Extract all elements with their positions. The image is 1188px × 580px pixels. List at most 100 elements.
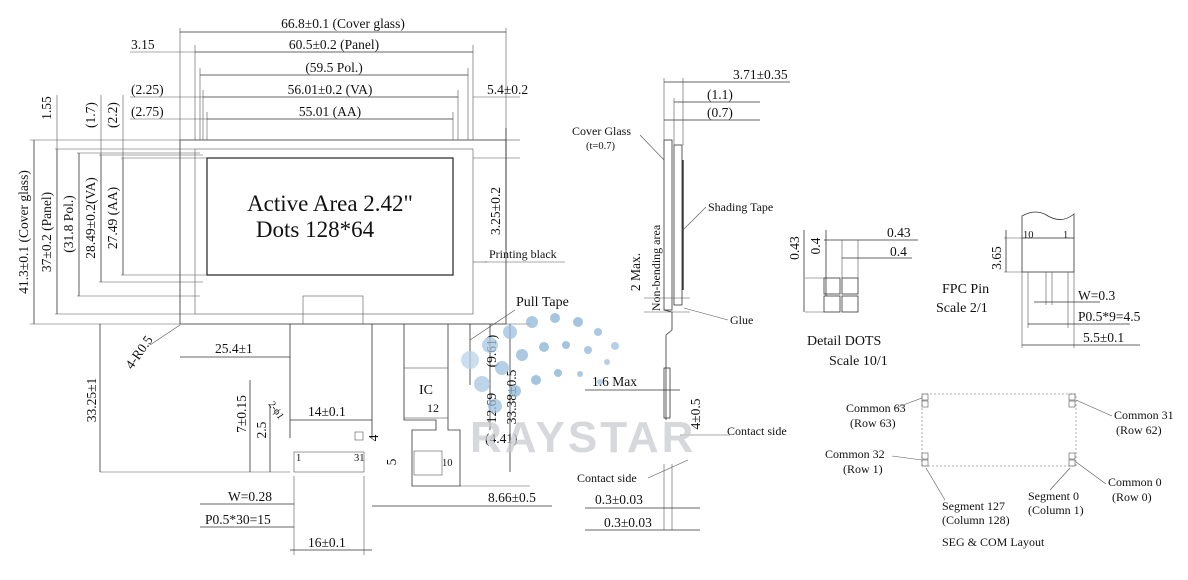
fpc-tab [302, 295, 364, 325]
dim-866: 8.66±0.5 [488, 490, 536, 505]
pin-1-label: 1 [296, 453, 301, 464]
fpc-connector-right [413, 450, 443, 476]
row0-label: (Row 0) [1112, 490, 1152, 504]
dim-offset-225: (2.25) [131, 82, 164, 97]
raystar-watermark: RAYSTAR [461, 313, 696, 462]
p05-30-label: P0.5*30=15 [205, 512, 271, 527]
fpc-pin-scale: Scale 2/1 [936, 301, 988, 316]
detail-dots: 0.43 0.4 0.43 0.4 Detail DOTS Scale 10/1 [787, 225, 918, 369]
dim-fpc-offset: 25.4±1 [215, 341, 253, 356]
contact-side-b: Contact side [577, 471, 637, 485]
ic-side [663, 367, 671, 419]
dim-715: 7±0.15 [234, 395, 249, 433]
two-max-label: 2 Max. [628, 253, 643, 291]
fpc-pin-w55: 5.5±0.1 [1083, 330, 1124, 345]
dim-offset-22: (2.2) [105, 102, 120, 128]
side-view: 3.71±0.35 (1.1) (0.7) Cover Glass (t=0.7… [572, 67, 790, 531]
dot-04-v: 0.4 [808, 237, 823, 254]
cover-glass-side [663, 139, 673, 311]
detail-dots-title: Detail DOTS [807, 334, 881, 349]
dim-cover-glass-w: 66.8±0.1 (Cover glass) [281, 16, 405, 31]
dim-441: (4.41) [485, 431, 518, 446]
fpc-pin-p05-9: P0.5*9=4.5 [1078, 309, 1141, 324]
glue-label: Glue [730, 313, 753, 327]
ic-chip [403, 367, 449, 419]
ic-num: 12 [427, 401, 439, 415]
active-area [206, 157, 454, 276]
fpc-hole [354, 431, 364, 441]
dim-offset-275: (2.75) [131, 104, 164, 119]
dim-2phi: 2-ϕ1 [266, 399, 286, 421]
col128-label: (Column 128) [942, 513, 1010, 527]
dots-label: Dots 128*64 [256, 217, 375, 242]
dim-panel-w: 60.5±0.2 (Panel) [289, 37, 379, 52]
row62-label: (Row 62) [1116, 423, 1162, 437]
contact-side-a: Contact side [727, 424, 787, 438]
row1-label: (Row 1) [843, 462, 883, 476]
pin-31-label: 31 [354, 453, 365, 464]
dim-offset-54: 5.4±0.2 [487, 82, 528, 97]
fpc-pin-detail: 10 1 3.65 FPC Pin Scale 2/1 W=0.3 P0.5*9… [936, 211, 1141, 348]
printing-black-label: Printing black [489, 247, 557, 261]
panel-outline [194, 148, 474, 315]
dot-04-h: 0.4 [890, 244, 907, 259]
common0-label: Common 0 [1108, 475, 1162, 489]
dim-right-325: 3.25±0.2 [488, 187, 503, 235]
dim-25: 2.5 [254, 421, 269, 438]
dim-offset-315: 3.15 [131, 37, 155, 52]
dim-4-05: 4±0.5 [688, 398, 703, 429]
front-view: Active Area 2.42" Dots 128*64 66.8±0.1 (… [16, 16, 569, 555]
fpc-pin-365: 3.65 [989, 246, 1004, 270]
dim-pol-h: (31.8 Pol.) [61, 195, 76, 252]
cover-glass-label: Cover Glass [572, 124, 631, 138]
dim-fpc-length: 33.25±1 [84, 378, 99, 423]
dim-03a: 0.3±0.03 [595, 492, 643, 507]
dim-14: 14±0.1 [308, 404, 346, 419]
corner-radius-label: 4-R0.5 [122, 333, 156, 372]
panel-side [673, 144, 683, 306]
dim-offset-17: (1.7) [83, 102, 98, 128]
cover-glass-t: (t=0.7) [586, 141, 615, 152]
dim-5: 5 [384, 458, 399, 465]
fpc-pin-1: 1 [1063, 230, 1068, 241]
non-bending-label: Non-bending area [649, 224, 663, 311]
flex-tail [403, 324, 461, 487]
col1-label: (Column 1) [1028, 503, 1084, 517]
dim-4: 4 [366, 434, 381, 441]
row63-label: (Row 63) [850, 416, 896, 430]
fpc-pin-title: FPC Pin [942, 282, 989, 297]
dim-va-h: 28.49±0.2(VA) [83, 177, 98, 258]
side-t07: (0.7) [707, 105, 733, 120]
dim-offset-155: 1.55 [39, 96, 54, 120]
dim-3338: 33.38±0.5 [504, 369, 519, 424]
dot-043-v: 0.43 [787, 236, 802, 260]
pull-tape-label: Pull Tape [516, 295, 569, 310]
watermark-logo-dots [461, 313, 619, 413]
w-028-label: W=0.28 [228, 489, 272, 504]
seg-com-title: SEG & COM Layout [942, 535, 1045, 549]
fpc-pin-w03: W=0.3 [1078, 288, 1115, 303]
dim-03b: 0.3±0.03 [604, 515, 652, 530]
dim-va-w: 56.01±0.2 (VA) [288, 82, 373, 97]
seg-com-rect [921, 393, 1077, 467]
side-t11: (1.1) [707, 87, 733, 102]
pin-10-label: 10 [442, 458, 453, 469]
dim-pol-w: (59.5 Pol.) [305, 60, 362, 75]
detail-dots-scale: Scale 10/1 [829, 354, 888, 369]
common32-label: Common 32 [825, 447, 885, 461]
dim-aa-w: 55.01 (AA) [299, 104, 361, 119]
dim-panel-h: 37±0.2 (Panel) [39, 192, 54, 272]
fpc-pin-fingers [1021, 237, 1075, 273]
fpc-connector-left [293, 451, 365, 473]
watermark-text: RAYSTAR [470, 413, 696, 462]
common31-label: Common 31 [1114, 408, 1174, 422]
side-thickness: 3.71±0.35 [733, 67, 788, 82]
seg127-label: Segment 127 [942, 499, 1005, 513]
fpc-sides [289, 324, 373, 438]
dot-043-h: 0.43 [887, 225, 911, 240]
common63-label: Common 63 [846, 401, 906, 415]
one6-max-label: 1.6 Max [592, 374, 637, 389]
dim-cover-glass-h: 41.3±0.1 (Cover glass) [16, 170, 31, 294]
